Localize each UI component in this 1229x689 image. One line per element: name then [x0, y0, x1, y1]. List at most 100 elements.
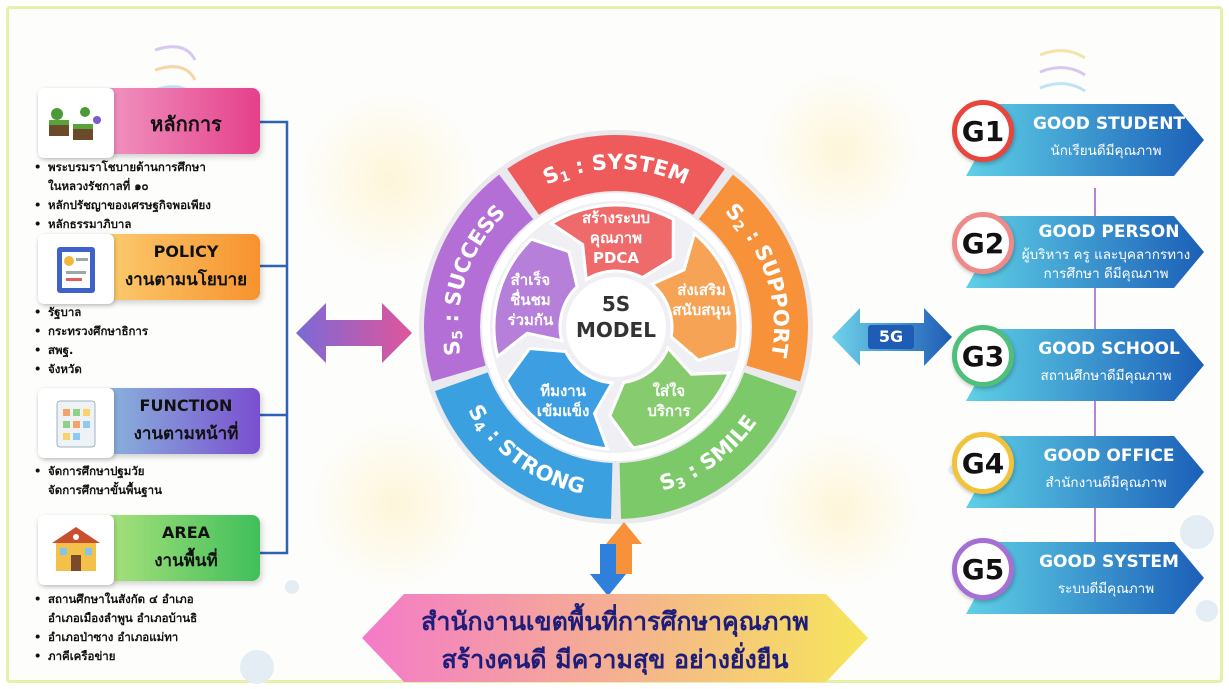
goal-title: GOOD OFFICE: [1043, 446, 1175, 466]
list-item-continuation: ในหลวงรัชกาลที่ ๑๐: [48, 179, 149, 193]
inner-arrow-label: เข้มแข็ง: [537, 401, 590, 420]
clipboard-icon: [38, 234, 114, 304]
function-subtitle: งานตามหน้าที่: [133, 424, 239, 444]
ring-segment: [507, 134, 725, 215]
goal-subtitle: สถานศึกษาดีมีคุณภาพ: [1040, 368, 1172, 384]
goal-arrow-shape: [966, 436, 1204, 508]
checklist-icon: [38, 388, 114, 458]
up-down-arrows-icon: [590, 522, 642, 596]
goal-arrow-shape: [966, 542, 1204, 614]
area-title: AREA: [161, 523, 210, 542]
model-center-line1: 5S: [602, 292, 630, 316]
goal-arrow-shape: [966, 216, 1204, 288]
inner-arrow: [548, 203, 675, 283]
policy-subtitle: งานตามนโยบาย: [124, 270, 248, 290]
inner-arrow: [608, 345, 732, 450]
goal-subtitle: สำนักงานดีมีคุณภาพ: [1045, 475, 1167, 491]
inner-arrow-label: สำเร็จ: [511, 270, 551, 289]
inner-arrow-label: ชื่นชม: [510, 289, 551, 309]
list-item: จัดการศึกษาปฐมวัย: [34, 462, 162, 481]
goal-subtitle: ผู้บริหาร ครู และบุคลากรทาง: [1021, 247, 1191, 263]
inner-arrow-label: ส่งเสริม: [677, 281, 726, 299]
principles-card: หลักการ: [38, 88, 260, 158]
banner-line1: สำนักงานเขตพื้นที่การศึกษาคุณภาพ: [421, 607, 809, 636]
goal-card-g1: G1 GOOD STUDENT นักเรียนดีมีคุณภาพ: [952, 100, 1211, 180]
goal-card-g2: G2 GOOD PERSON ผู้บริหาร ครู และบุคลากรท…: [952, 212, 1211, 292]
list-item: กระทรวงศึกษาธิการ: [34, 322, 148, 341]
goal-subtitle: นักเรียนดีมีคุณภาพ: [1050, 143, 1162, 159]
principles-title: หลักการ: [150, 112, 222, 136]
function-title: FUNCTION: [139, 396, 233, 415]
goal-title: GOOD SYSTEM: [1039, 552, 1179, 572]
inner-arrow-label: บริการ: [647, 402, 691, 420]
decorative-dot: [285, 580, 299, 594]
area-card: AREA งานพื้นที่: [38, 515, 260, 585]
decorative-doodle: [1039, 49, 1086, 93]
ring-segment: [435, 372, 613, 519]
function-list: จัดการศึกษาปฐมวัย จัดการศึกษาขั้นพื้นฐาน: [34, 462, 162, 500]
inner-arrow-label: ทีมงาน: [540, 382, 587, 400]
inner-arrow-label: คุณภาพ: [590, 229, 642, 248]
goal-card-g4: G4 GOOD OFFICE สำนักงานดีมีคุณภาพ: [952, 432, 1211, 512]
goal-arrow-shape: [966, 329, 1204, 401]
inner-arrow: [649, 230, 740, 363]
inner-arrow: [504, 346, 615, 451]
inner-arrow-label: สนับสนุน: [672, 301, 731, 320]
decorative-glow: [310, 420, 480, 590]
inner-arrow-label: ใส่ใจ: [653, 382, 686, 400]
ring-segment: [619, 372, 797, 519]
policy-title: POLICY: [153, 242, 219, 261]
decorative-glow: [760, 70, 920, 230]
goal-title: GOOD PERSON: [1038, 222, 1180, 242]
goal-subtitle: การศึกษา ดีมีคุณภาพ: [1043, 266, 1169, 282]
principles-list: พระบรมราโชบายด้านการศึกษา ในหลวงรัชกาลที…: [34, 158, 211, 234]
goal-badge: G5: [952, 538, 1014, 600]
garden-icon: [38, 88, 114, 158]
policy-card: POLICY งานตามนโยบาย: [38, 234, 260, 304]
goal-card-g3: G3 GOOD SCHOOL สถานศึกษาดีมีคุณภาพ: [952, 325, 1211, 405]
goal-title: GOOD STUDENT: [1032, 114, 1186, 134]
goal-card-g5: G5 GOOD SYSTEM ระบบดีมีคุณภาพ: [952, 538, 1211, 618]
list-item: สพฐ.: [34, 341, 148, 360]
policy-list: รัฐบาล กระทรวงศึกษาธิการ สพฐ. จังหวัด: [34, 303, 148, 379]
school-building-icon: [38, 515, 114, 585]
list-item: ในหลวงรัชกาลที่ ๑๐: [48, 177, 211, 196]
wheel-center: [566, 277, 666, 377]
goal-subtitle: ระบบดีมีคุณภาพ: [1057, 581, 1155, 597]
inner-arrow-label: ร่วมกัน: [508, 311, 554, 329]
inner-arrow: [492, 237, 579, 360]
list-item: ภาคีเครือข่าย: [34, 647, 197, 666]
goal-title: GOOD SCHOOL: [1038, 339, 1180, 359]
list-item: จังหวัด: [34, 360, 148, 379]
banner-line2: สร้างคนดี มีความสุข อย่างยั่งยืน: [441, 645, 789, 674]
list-item: สถานศึกษาในสังกัด ๔ อำเภอ: [34, 590, 197, 609]
model-center-line2: MODEL: [576, 318, 656, 342]
list-item: พระบรมราโชบายด้านการศึกษา: [34, 158, 211, 177]
vision-banner: [362, 594, 868, 682]
five-g-label: 5G: [868, 325, 914, 349]
area-list: สถานศึกษาในสังกัด ๔ อำเภอ อำเภอเมืองลำพู…: [34, 590, 198, 666]
ring-segment: [698, 174, 808, 382]
list-item: จัดการศึกษาขั้นพื้นฐาน: [48, 483, 162, 497]
decorative-dot: [240, 650, 274, 684]
decorative-dot: [1180, 515, 1214, 549]
ring-segment: [424, 174, 534, 382]
decorative-dot: [1196, 600, 1218, 622]
goal-badge: G3: [952, 325, 1014, 387]
list-item: หลักปรัชญาของเศรษฐกิจพอเพียง: [34, 196, 211, 215]
list-item: อำเภอป่าซาง อำเภอแม่ทา: [34, 628, 197, 647]
goal-badge: G1: [952, 100, 1014, 162]
goal-badge: G2: [952, 212, 1014, 274]
function-card: FUNCTION งานตามหน้าที่: [38, 388, 260, 458]
goal-badge: G4: [952, 432, 1014, 494]
double-arrow-icon: [296, 303, 412, 363]
decorative-glow: [760, 430, 920, 590]
inner-arrow-label: PDCA: [593, 249, 639, 267]
left-connector: [255, 120, 289, 555]
list-item: รัฐบาล: [34, 303, 148, 322]
list-item: หลักธรรมาภิบาล: [34, 215, 211, 234]
area-subtitle: งานพื้นที่: [154, 551, 218, 571]
list-item: อำเภอเมืองลำพูน อำเภอบ้านธิ: [48, 611, 198, 625]
goal-arrow-shape: [966, 104, 1204, 176]
